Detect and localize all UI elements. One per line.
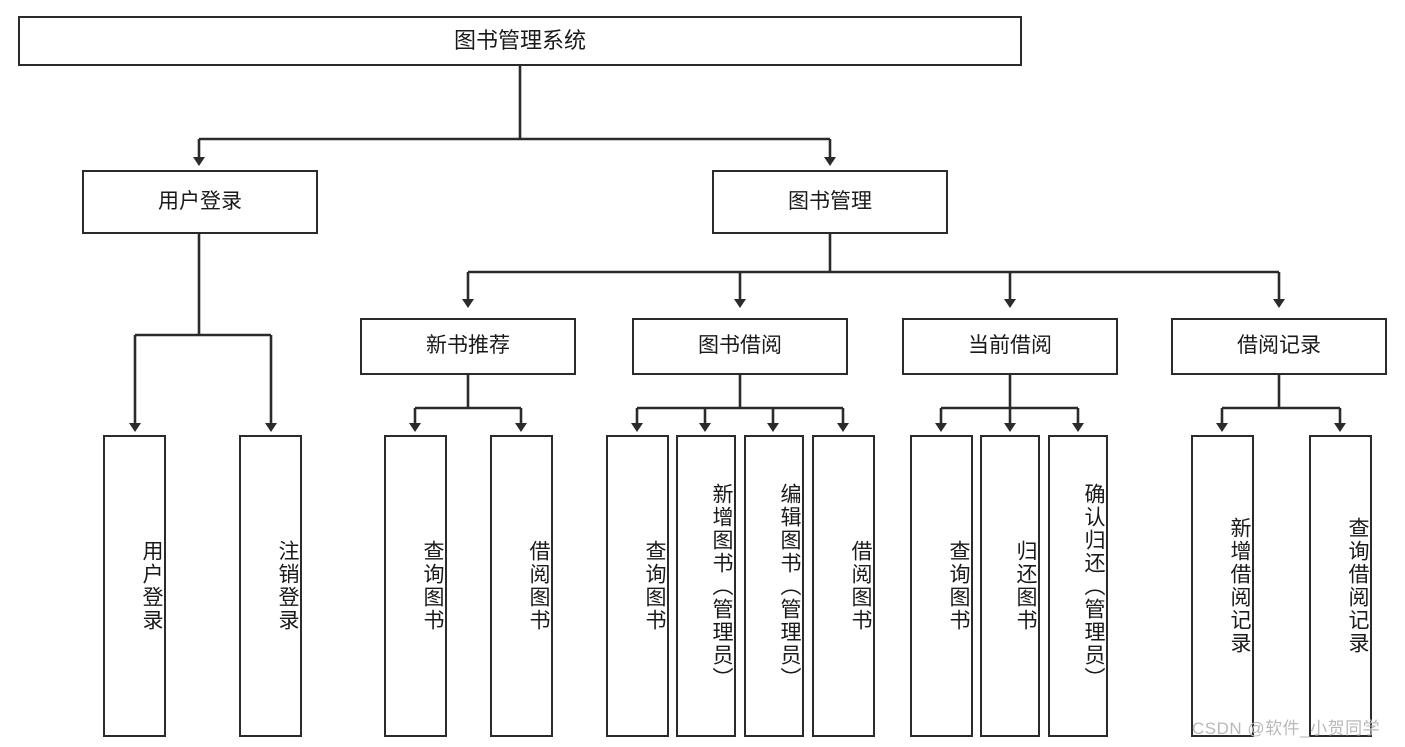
leaf-confirm-return-admin[interactable]: 确认归还（管理员） (1048, 435, 1108, 737)
leaf-add-borrow-record[interactable]: 新增借阅记录 (1191, 435, 1254, 737)
node-book-borrow[interactable]: 图书借阅 (632, 318, 848, 375)
node-new-book-recommend[interactable]: 新书推荐 (360, 318, 576, 375)
node-root-label: 图书管理系统 (453, 28, 586, 54)
leaf-user-login-label: 用户登录 (140, 540, 163, 632)
leaf-edit-book-admin-label: 编辑图书（管理员） (778, 482, 801, 690)
node-current-borrow[interactable]: 当前借阅 (902, 318, 1118, 375)
leaf-edit-book-admin[interactable]: 编辑图书（管理员） (744, 435, 804, 737)
node-borrow-record[interactable]: 借阅记录 (1171, 318, 1387, 375)
leaf-query-borrow-record[interactable]: 查询借阅记录 (1309, 435, 1372, 737)
leaf-return-book-label: 归还图书 (1014, 540, 1037, 632)
leaf-return-book[interactable]: 归还图书 (980, 435, 1040, 737)
node-book-management[interactable]: 图书管理 (712, 170, 948, 234)
leaf-query-borrow-record-label: 查询借阅记录 (1346, 517, 1369, 655)
node-user-login[interactable]: 用户登录 (82, 170, 318, 234)
leaf-query-book-current[interactable]: 查询图书 (910, 435, 973, 737)
node-new-book-recommend-label: 新书推荐 (426, 334, 510, 358)
leaf-logout-label: 注销登录 (276, 540, 299, 632)
leaf-query-book-current-label: 查询图书 (947, 540, 970, 632)
leaf-query-book-borrow[interactable]: 查询图书 (606, 435, 669, 737)
node-root[interactable]: 图书管理系统 (18, 16, 1022, 66)
node-borrow-record-label: 借阅记录 (1237, 334, 1321, 358)
node-current-borrow-label: 当前借阅 (968, 334, 1052, 358)
node-book-borrow-label: 图书借阅 (698, 334, 782, 358)
watermark-text: CSDN @软件_小贺同学 (1192, 719, 1381, 738)
leaf-add-book-admin-label: 新增图书（管理员） (710, 482, 733, 690)
leaf-query-book-recommend-label: 查询图书 (421, 540, 444, 632)
leaf-add-borrow-record-label: 新增借阅记录 (1228, 517, 1251, 655)
leaf-add-book-admin[interactable]: 新增图书（管理员） (676, 435, 736, 737)
node-user-login-label: 用户登录 (158, 189, 242, 213)
leaf-query-book-borrow-label: 查询图书 (643, 540, 666, 632)
leaf-confirm-return-admin-label: 确认归还（管理员） (1082, 482, 1105, 690)
leaf-borrow-book[interactable]: 借阅图书 (812, 435, 875, 737)
leaf-user-login[interactable]: 用户登录 (103, 435, 166, 737)
leaf-borrow-book-label: 借阅图书 (849, 540, 872, 632)
node-book-management-label: 图书管理 (788, 189, 872, 213)
leaf-borrow-book-recommend[interactable]: 借阅图书 (490, 435, 553, 737)
leaf-query-book-recommend[interactable]: 查询图书 (384, 435, 447, 737)
leaf-borrow-book-recommend-label: 借阅图书 (527, 540, 550, 632)
leaf-logout[interactable]: 注销登录 (239, 435, 302, 737)
